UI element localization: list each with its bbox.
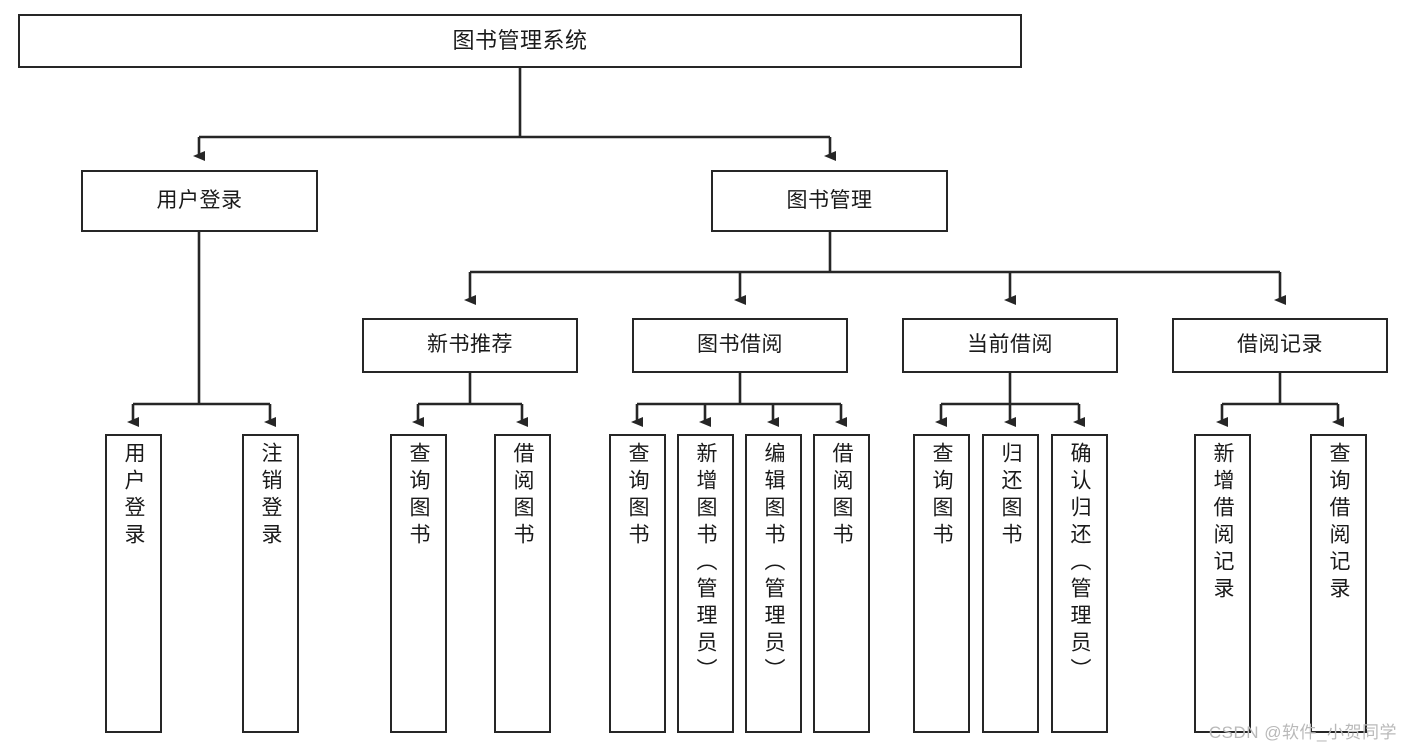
node-label: 借阅图书 [830, 442, 853, 550]
node-label: 查询图书 [407, 442, 430, 550]
node-root-system[interactable]: 图书管理系统 [18, 14, 1022, 68]
leaf-user-login-signin[interactable]: 用户登录 [105, 434, 162, 733]
watermark: CSDN @软件_小贺同学 [1208, 723, 1397, 742]
node-label: 新书推荐 [427, 333, 513, 357]
leaf-borrow-edit-book[interactable]: 编辑图书（管理员） [745, 434, 802, 733]
leaf-borrow-add-book[interactable]: 新增图书（管理员） [677, 434, 734, 733]
node-label: 查询借阅记录 [1327, 442, 1350, 604]
node-label: 图书借阅 [697, 333, 783, 357]
node-label: 图书管理系统 [452, 28, 588, 54]
node-label: 用户登录 [156, 188, 243, 212]
node-new-book-recommend[interactable]: 新书推荐 [362, 318, 578, 373]
leaf-borrow-borrow-book[interactable]: 借阅图书 [813, 434, 870, 733]
leaf-new-book-query[interactable]: 查询图书 [390, 434, 447, 733]
node-book-management[interactable]: 图书管理 [711, 170, 948, 232]
node-label: 当前借阅 [967, 333, 1053, 357]
node-label: 注销登录 [259, 442, 282, 550]
node-borrow-record[interactable]: 借阅记录 [1172, 318, 1388, 373]
node-label: 查询图书 [626, 442, 649, 550]
node-label: 编辑图书（管理员） [762, 442, 785, 685]
node-user-login[interactable]: 用户登录 [81, 170, 318, 232]
node-book-borrow[interactable]: 图书借阅 [632, 318, 848, 373]
leaf-record-add[interactable]: 新增借阅记录 [1194, 434, 1251, 733]
node-label: 借阅图书 [511, 442, 534, 550]
node-label: 新增图书（管理员） [694, 442, 717, 685]
node-label: 图书管理 [786, 188, 873, 212]
leaf-current-confirm-return[interactable]: 确认归还（管理员） [1051, 434, 1108, 733]
node-label: 确认归还（管理员） [1068, 442, 1091, 685]
node-label: 借阅记录 [1237, 333, 1323, 357]
node-label: 新增借阅记录 [1211, 442, 1234, 604]
leaf-current-query-book[interactable]: 查询图书 [913, 434, 970, 733]
leaf-borrow-query-book[interactable]: 查询图书 [609, 434, 666, 733]
node-label: 查询图书 [930, 442, 953, 550]
node-label: 用户登录 [122, 442, 145, 550]
node-current-borrow[interactable]: 当前借阅 [902, 318, 1118, 373]
node-label: 归还图书 [999, 442, 1022, 550]
leaf-record-query[interactable]: 查询借阅记录 [1310, 434, 1367, 733]
leaf-user-login-signout[interactable]: 注销登录 [242, 434, 299, 733]
leaf-new-book-borrow[interactable]: 借阅图书 [494, 434, 551, 733]
leaf-current-return-book[interactable]: 归还图书 [982, 434, 1039, 733]
